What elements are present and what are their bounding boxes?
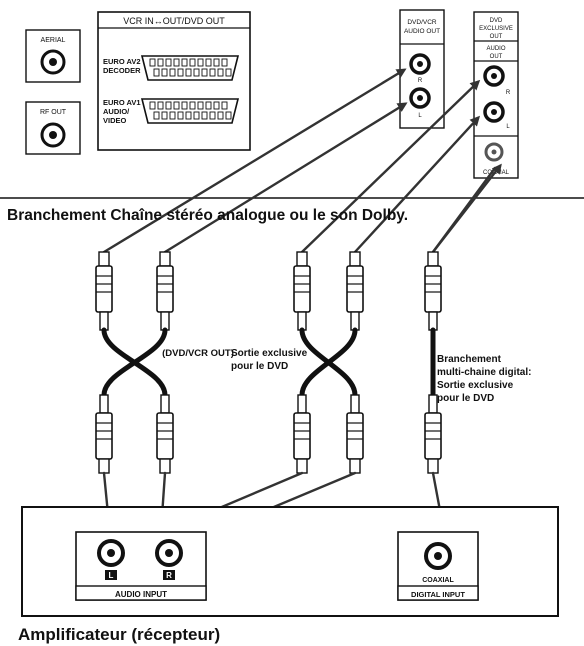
aerial-connector-box: AERIAL [25, 29, 81, 83]
rf-out-label: RF OUT [40, 109, 67, 116]
dvd-vcr-audio-out-panel: DVD/VCR AUDIO OUT R L [399, 9, 445, 129]
digital-label-4: pour le DVD [437, 393, 494, 404]
euro-av2-scart-connector [140, 55, 240, 81]
digital-label-2: multi-chaine digital: [437, 367, 531, 378]
amplifier-panel: AUDIO INPUT L R DIGITAL INPUT COAXIAL [21, 506, 559, 617]
audio-input-jack-l-label: L [109, 571, 114, 580]
sortie-exclusive-label-2: pour le DVD [231, 361, 288, 372]
digital-label-1: Branchement [437, 354, 502, 365]
euro-av1-scart-connector [140, 98, 240, 124]
amplifier-caption: Amplificateur (récepteur) [18, 625, 220, 644]
vcr-panel-title: VCR IN↔OUT/DVD OUT [123, 16, 225, 26]
euro-av1-label-3: VIDEO [103, 116, 127, 125]
aerial-label: AERIAL [41, 37, 66, 44]
dvd-exclusive-audio-2: OUT [490, 54, 503, 60]
dvd-exclusive-title-1: DVD [490, 18, 503, 24]
digital-input-coaxial-label: COAXIAL [422, 577, 454, 584]
dvd-exclusive-title-2: EXCLUSIVE [479, 26, 513, 32]
digital-input-label: DIGITAL INPUT [411, 590, 465, 599]
digital-input-group: DIGITAL INPUT COAXIAL [397, 531, 479, 601]
dvd-exclusive-out-panel: DVD EXCLUSIVE OUT AUDIO OUT R L COAXIAL [473, 11, 519, 179]
dvd-exclusive-jack-r-label: R [506, 90, 511, 96]
audio-input-jack-r-label: R [166, 571, 172, 580]
rf-out-connector-box: RF OUT [25, 101, 81, 155]
dvd-vcr-jack-l-label: L [418, 113, 422, 119]
euro-av1-label-2: AUDIO/ [103, 107, 130, 116]
sortie-exclusive-label-1: Sortie exclusive [231, 348, 308, 359]
audio-input-label: AUDIO INPUT [115, 590, 167, 599]
dvd-exclusive-jack-l-label: L [506, 124, 510, 130]
dvd-exclusive-title-3: OUT [490, 34, 503, 40]
euro-av2-label-1: EURO AV2 [103, 57, 141, 66]
dvd-vcr-title-1: DVD/VCR [407, 19, 437, 26]
section-heading: Branchement Chaîne stéréo analogue ou le… [7, 207, 408, 224]
euro-av2-label-2: DECODER [103, 66, 141, 75]
euro-av1-label-1: EURO AV1 [103, 98, 141, 107]
dvd-vcr-title-2: AUDIO OUT [404, 28, 440, 35]
audio-input-group: AUDIO INPUT L R [75, 531, 207, 601]
dvd-vcr-jack-r-label: R [418, 78, 423, 84]
dvd-vcr-out-label: (DVD/VCR OUT) [162, 348, 234, 359]
vcr-scart-panel: VCR IN↔OUT/DVD OUT EURO AV2 DECODER EURO… [97, 11, 251, 151]
digital-label-3: Sortie exclusive [437, 380, 514, 391]
dvd-exclusive-audio-1: AUDIO [486, 46, 505, 52]
